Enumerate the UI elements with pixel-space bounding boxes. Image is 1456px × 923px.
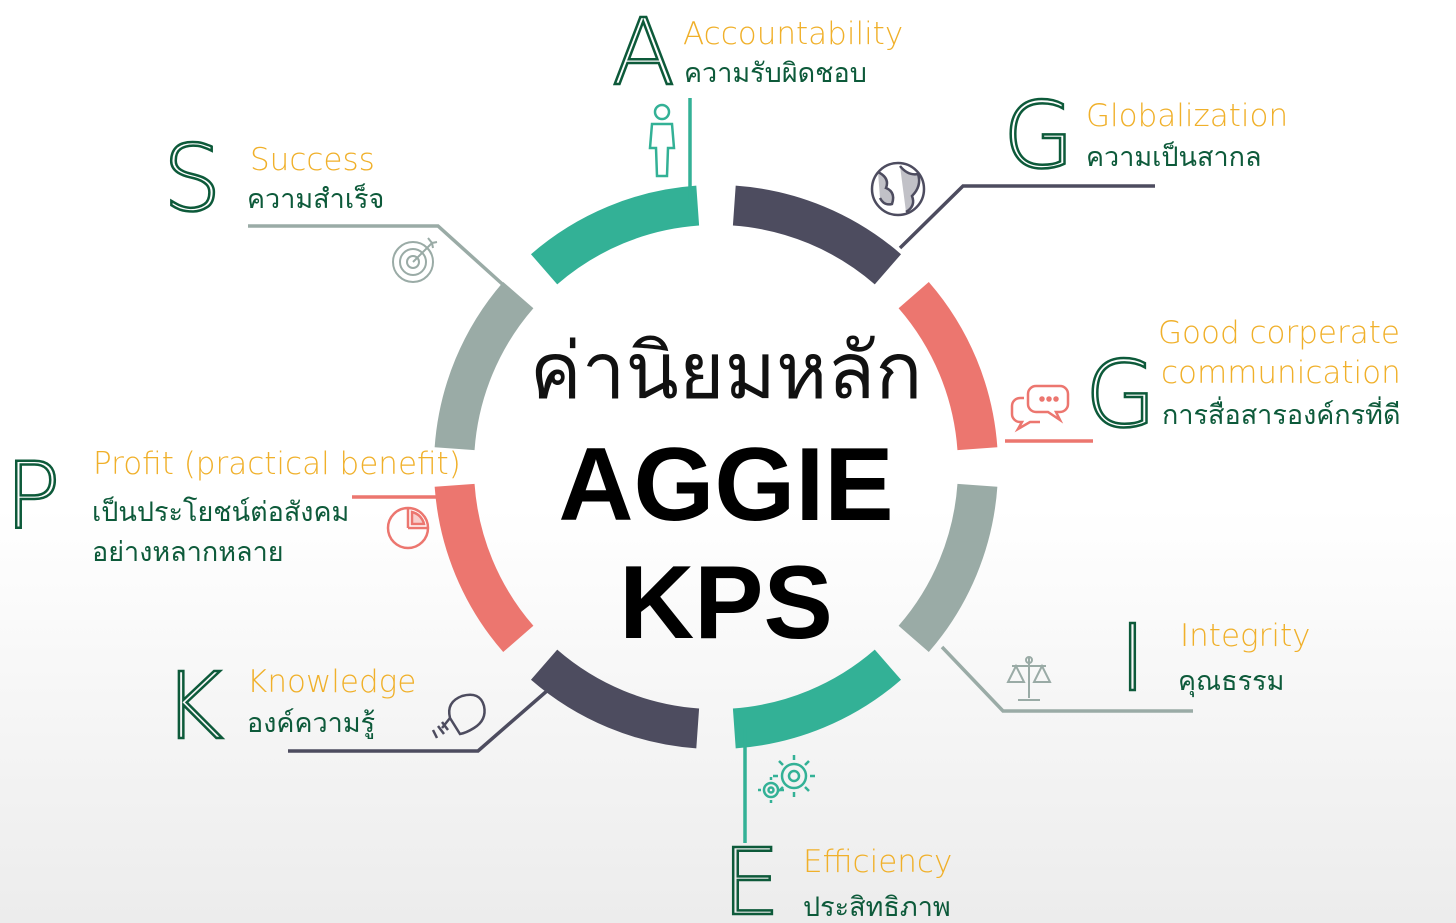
value-integrity: I Integrity คุณธรรม (1006, 604, 1310, 713)
value-efficiency: E Efficiency ประสิทธิภาพ (721, 755, 952, 923)
ring-segment-efficiency (732, 649, 902, 749)
profit-thai-line2: อย่างหลากหลาย (92, 537, 284, 568)
center-title-thai: ค่านิยมหลัก (530, 327, 923, 417)
ring-segment-globalization (732, 185, 902, 285)
leader-line-integrity (940, 645, 1193, 713)
center-title-aggie: AGGIE (558, 427, 893, 543)
communication-english-line1: Good corperate (1158, 315, 1400, 351)
accountability-thai: ความรับผิดชอบ (684, 58, 867, 89)
value-globalization: G Globalization ความเป็นสากล (870, 81, 1288, 217)
knowledge-thai: องค์ความรู้ (247, 707, 375, 739)
globe-icon (870, 161, 926, 217)
value-accountability: A Accountability ความรับผิดชอบ (611, 0, 903, 178)
core-values-ring (434, 185, 998, 749)
lightbulb-icon (431, 693, 486, 739)
value-knowledge: K Knowledge องค์ความรู้ (162, 652, 486, 761)
communication-thai: การสื่อสารองค์กรที่ดี (1162, 396, 1401, 431)
letter-s: S (163, 125, 221, 232)
speech-bubbles-icon (1010, 384, 1070, 433)
person-icon (648, 103, 676, 178)
globalization-thai: ความเป็นสากล (1086, 139, 1262, 173)
globalization-english: Globalization (1086, 98, 1288, 134)
center-title-kps: KPS (619, 545, 833, 661)
target-icon (392, 237, 438, 283)
letter-p: P (5, 443, 60, 550)
accountability-english: Accountability (683, 16, 903, 52)
value-success: S Success ความสำเร็จ (162, 124, 438, 283)
ring-segment-knowledge (530, 649, 700, 749)
profit-english: Profit (practical benefit) (93, 446, 461, 482)
profit-thai-line1: เป็นประโยชน์ต่อสังคม (92, 494, 349, 528)
ring-segment-integrity (898, 483, 998, 653)
ring-segment-communication (898, 281, 998, 451)
ring-segment-success (434, 281, 534, 451)
letter-i: I (1119, 605, 1146, 712)
success-thai: ความสำเร็จ (247, 181, 384, 215)
letter-g-globalization: G (1003, 82, 1074, 189)
integrity-thai: คุณธรรม (1178, 666, 1284, 698)
gears-icon (758, 755, 815, 803)
leader-line-success (248, 224, 522, 302)
letter-k: K (163, 653, 223, 760)
leader-line-globalization (898, 184, 1155, 250)
scales-icon (1006, 656, 1052, 701)
ring-segment-profit (434, 483, 534, 653)
letter-e: E (722, 829, 780, 923)
ring-segment-accountability (530, 185, 700, 285)
center-title: ค่านิยมหลัก AGGIE KPS (530, 327, 923, 661)
letter-g-communication: G (1085, 341, 1156, 448)
letter-a: A (612, 0, 675, 106)
integrity-english: Integrity (1180, 618, 1310, 654)
communication-english-line2: communication (1161, 355, 1401, 391)
efficiency-english: Efficiency (803, 844, 952, 880)
leader-lines (248, 98, 1193, 843)
value-communication: G Good corperate communication การสื่อสา… (1010, 315, 1401, 449)
pie-chart-icon (386, 506, 430, 550)
knowledge-english: Knowledge (247, 664, 416, 700)
efficiency-thai: ประสิทธิภาพ (803, 892, 951, 923)
leader-line-knowledge (288, 688, 550, 753)
success-english: Success (250, 142, 375, 178)
value-profit: P Profit (practical benefit) เป็นประโยชน… (4, 442, 461, 568)
